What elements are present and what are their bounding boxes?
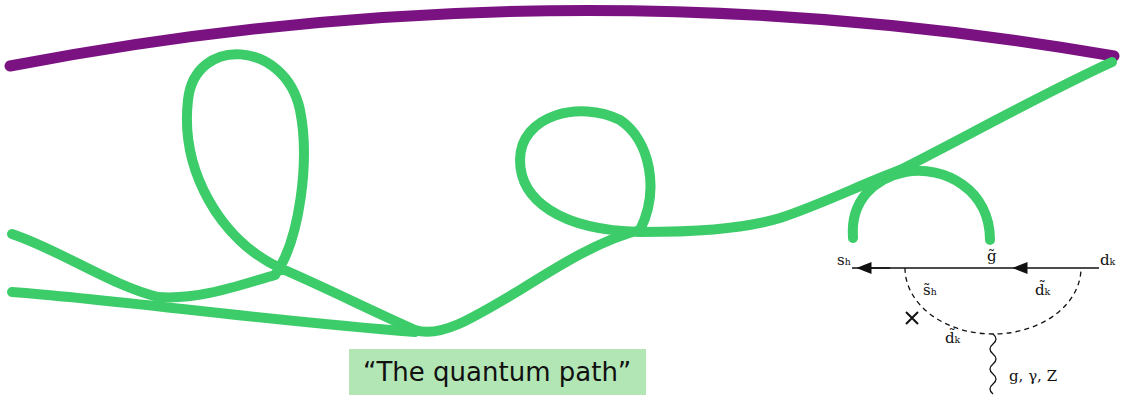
particle-label: sₕ	[836, 252, 852, 269]
particle-label: g, γ, Z	[1008, 368, 1058, 385]
particle-label: d̃ₖ	[1034, 282, 1051, 299]
quantum-path-branch	[12, 292, 415, 332]
quantum-path-hook	[853, 171, 990, 240]
gluino-line	[870, 267, 1020, 269]
purple-arc	[10, 10, 1114, 66]
box-text: “The quantum path”	[363, 357, 632, 387]
particle-label: s̃ₕ	[922, 282, 938, 299]
boson-line	[990, 334, 996, 394]
mass-insertion	[906, 312, 918, 324]
squark-loop	[905, 268, 1081, 334]
quark-line	[1020, 267, 1110, 269]
particle-label: dₖ	[1099, 252, 1116, 269]
particle-label: g̃	[986, 248, 998, 265]
label-box: “The quantum path”	[349, 349, 646, 395]
quantum-path	[12, 54, 1112, 332]
quark-line	[864, 267, 890, 269]
particle-label: d̃ₖ	[944, 330, 961, 347]
